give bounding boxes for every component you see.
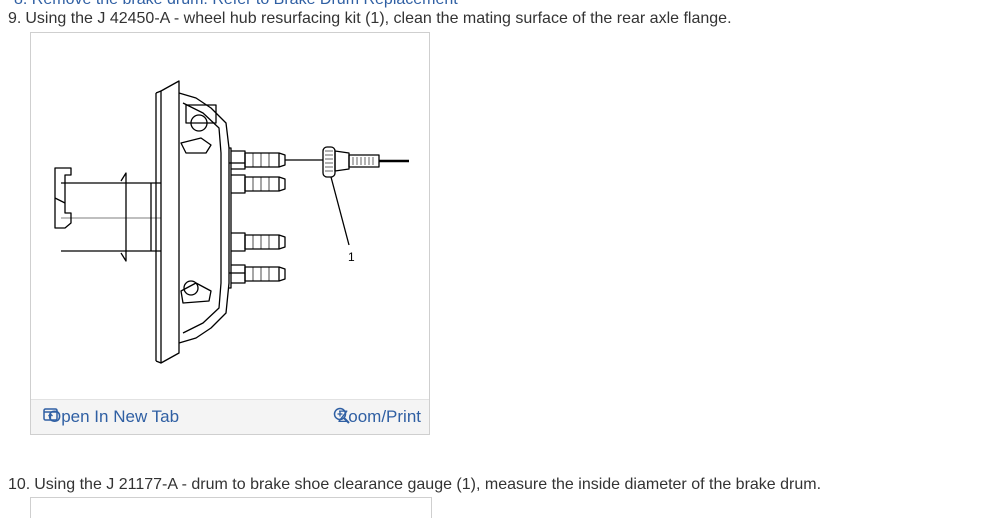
- zoom-print-label: Zoom/Print: [337, 407, 421, 426]
- illustration-figure: 1 Open In New Tab Zoom/Print: [30, 32, 430, 435]
- step-10: 10.Using the J 21177-A - drum to brake s…: [8, 476, 821, 494]
- zoom-print-link[interactable]: Zoom/Print: [333, 407, 421, 427]
- figure-toolbar: Open In New Tab Zoom/Print: [31, 399, 429, 434]
- step-text: Using the J 42450-A - wheel hub resurfac…: [25, 10, 732, 27]
- open-in-new-tab-link[interactable]: Open In New Tab: [43, 407, 179, 427]
- wheel-hub-resurfacing-illustration[interactable]: 1: [31, 33, 429, 401]
- step-number: 10.: [8, 476, 31, 493]
- step-text: Using the J 21177-A - drum to brake shoe…: [34, 476, 822, 493]
- step-number: 9.: [8, 10, 22, 27]
- step-9: 9.Using the J 42450-A - wheel hub resurf…: [8, 10, 732, 28]
- next-illustration-figure: [30, 497, 432, 518]
- callout-number: 1: [348, 250, 355, 264]
- previous-step-text[interactable]: 8. Remove the brake drum. Refer to Brake…: [14, 0, 458, 9]
- open-in-new-tab-label: Open In New Tab: [48, 407, 180, 426]
